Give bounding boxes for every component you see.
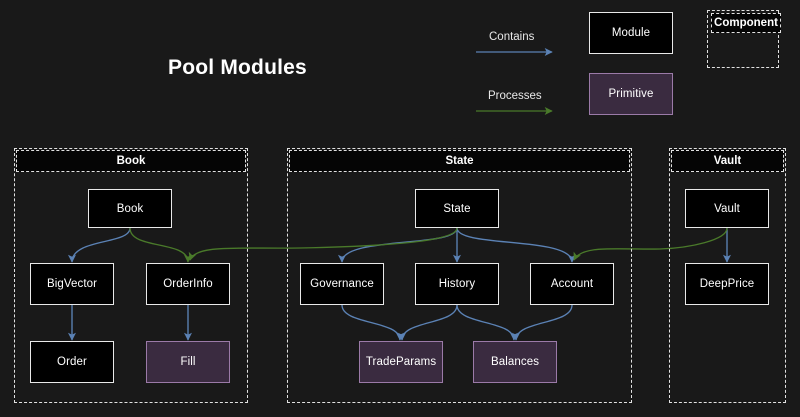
node-bigvector[interactable]: BigVector: [30, 263, 114, 305]
legend-component-label: Component: [711, 13, 781, 33]
node-book[interactable]: Book: [88, 189, 172, 228]
group-state-label: State: [289, 150, 630, 172]
group-vault: [669, 148, 786, 403]
group-book-label: Book: [16, 150, 246, 172]
legend-primitive-box: Primitive: [589, 73, 673, 115]
legend-module-box: Module: [589, 12, 673, 54]
group-book: [14, 148, 248, 403]
group-state: [287, 148, 632, 403]
node-vault[interactable]: Vault: [685, 189, 769, 228]
node-state[interactable]: State: [415, 189, 499, 228]
node-fill[interactable]: Fill: [146, 341, 230, 383]
node-order[interactable]: Order: [30, 341, 114, 383]
legend-component-box: Component: [707, 10, 781, 68]
node-deepprice[interactable]: DeepPrice: [685, 263, 769, 305]
page-title: Pool Modules: [168, 56, 307, 79]
group-vault-label: Vault: [671, 150, 784, 172]
node-balances[interactable]: Balances: [473, 341, 557, 383]
node-governance[interactable]: Governance: [300, 263, 384, 305]
legend-contains-label: Contains: [489, 31, 535, 43]
node-orderinfo[interactable]: OrderInfo: [146, 263, 230, 305]
node-history[interactable]: History: [415, 263, 499, 305]
legend-processes-label: Processes: [488, 90, 542, 102]
node-tradeparams[interactable]: TradeParams: [359, 341, 443, 383]
node-account[interactable]: Account: [530, 263, 614, 305]
